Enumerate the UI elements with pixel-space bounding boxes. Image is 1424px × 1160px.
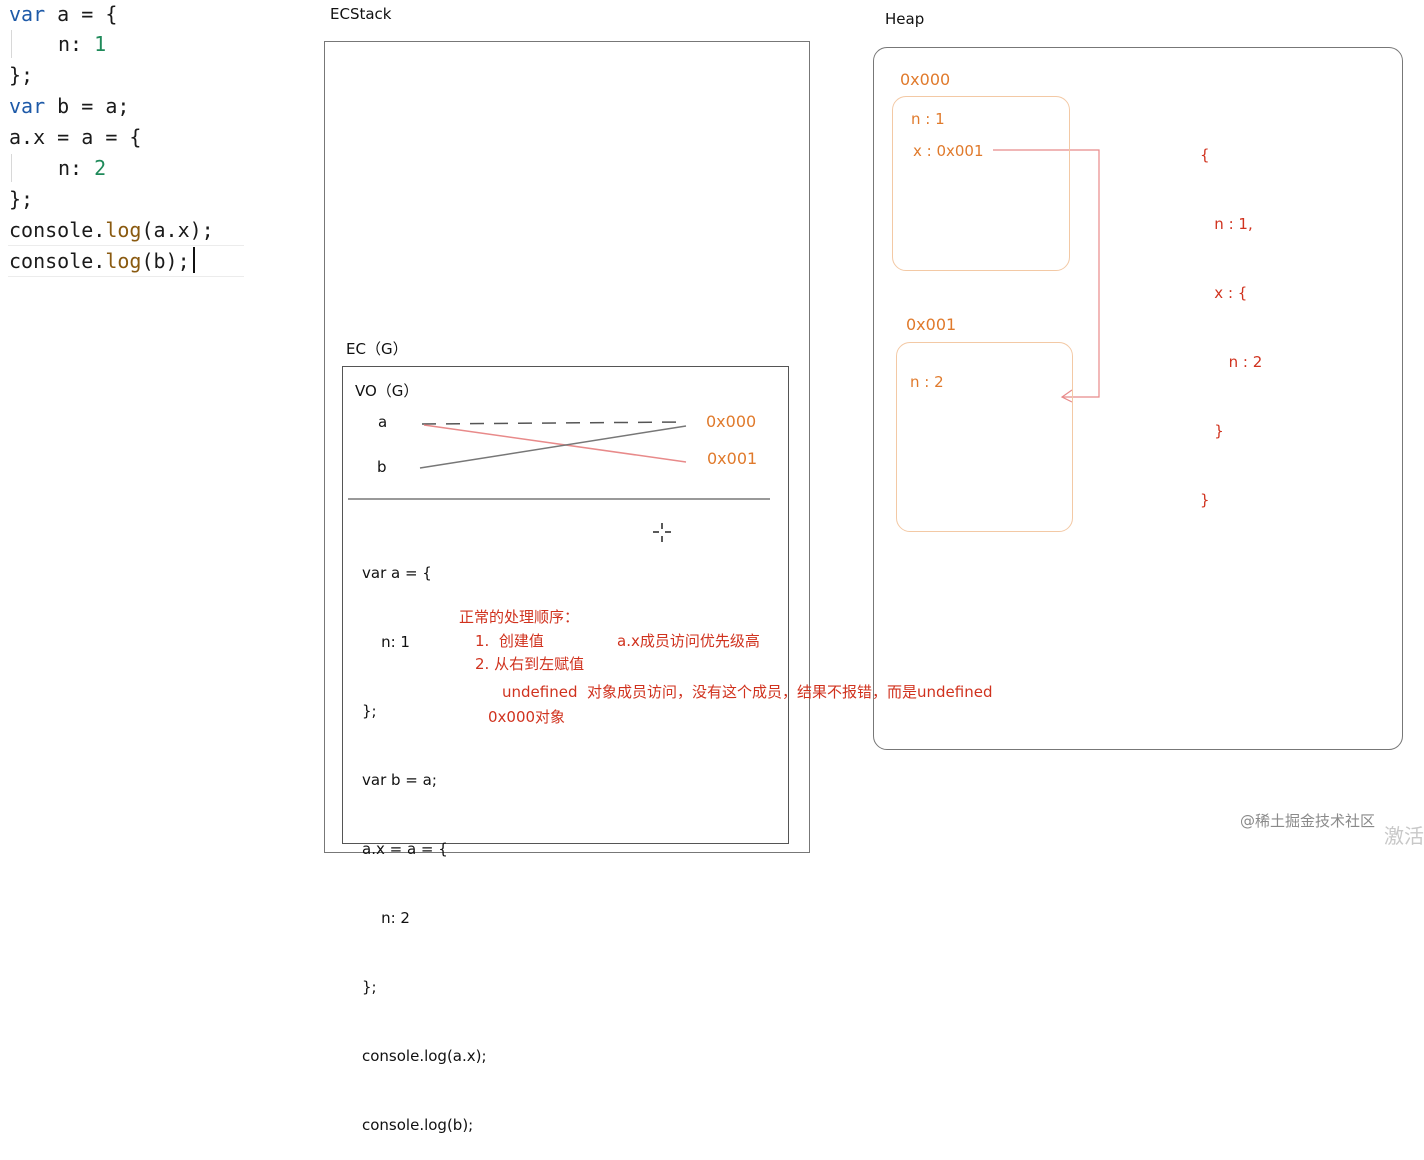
watermark: @稀土掘金技术社区 — [1240, 812, 1376, 830]
heap-object-0x000 — [892, 96, 1070, 271]
json-line: n : 1, — [1200, 215, 1253, 233]
code-text: n: — [58, 32, 95, 56]
current-line-highlight — [8, 245, 244, 277]
heap-title: Heap — [885, 10, 925, 28]
pointer-a-to-0x001 — [423, 424, 687, 463]
code-text: }; — [9, 187, 34, 211]
indent-guide — [11, 154, 12, 182]
vo-divider — [348, 498, 770, 500]
code-text: b = a; — [45, 94, 130, 118]
heap-object-0x000-n: n : 1 — [911, 110, 945, 128]
annotation-priority: a.x成员访问优先级高 — [617, 632, 760, 650]
code-line: n: 2 — [58, 154, 106, 185]
annotation-undefined: undefined 对象成员访问，没有这个成员，结果不报错，而是undefine… — [502, 683, 993, 701]
json-line: { — [1200, 146, 1210, 164]
program-line: }; — [362, 978, 377, 996]
code-text: a.x = a = { — [9, 125, 142, 149]
code-text: n: — [58, 156, 95, 180]
code-line: }; — [9, 61, 33, 92]
function-name: log — [105, 218, 142, 242]
annotation-b-object: 0x000对象 — [488, 708, 566, 726]
json-line: n : 2 — [1200, 353, 1263, 371]
heap-object-0x000-address: 0x000 — [900, 70, 951, 89]
code-line: console.log(a.x); — [9, 216, 214, 247]
annotation-step-1: 1. 创建值 — [475, 632, 544, 650]
heap-reference-line — [993, 149, 1100, 398]
code-line: }; — [9, 185, 33, 216]
code-line: a.x = a = { — [9, 123, 141, 154]
old-pointer-a-dashed — [421, 421, 687, 425]
json-line: } — [1200, 422, 1224, 440]
json-line: x : { — [1200, 284, 1248, 302]
heap-object-0x001 — [896, 342, 1073, 532]
program-line: a.x = a = { — [362, 840, 448, 858]
json-line: } — [1200, 491, 1210, 509]
heap-object-0x000-x: x : 0x001 — [913, 142, 984, 160]
code-text: a = { — [45, 2, 118, 26]
heap-object-0x001-n: n : 2 — [910, 373, 944, 391]
program-line: var a = { — [362, 564, 432, 582]
vo-global-label: VO（G） — [355, 382, 419, 400]
ec-global-label: EC（G） — [346, 340, 408, 358]
pointer-b-to-0x000 — [419, 425, 687, 469]
ec-global-box — [342, 366, 789, 844]
number-literal: 1 — [94, 32, 107, 56]
program-line: }; — [362, 702, 377, 720]
program-line: console.log(a.x); — [362, 1047, 487, 1065]
program-line: n: 2 — [362, 909, 410, 927]
text-caret — [193, 247, 195, 273]
annotation-step-2: 2. 从右到左赋值 — [475, 655, 585, 673]
code-text: }; — [9, 63, 34, 87]
variable-b: b — [377, 458, 387, 476]
vo-pointer-lines — [419, 149, 1100, 542]
heap-object-0x001-address: 0x001 — [906, 315, 957, 334]
indent-guide — [11, 30, 12, 58]
program-line: var b = a; — [362, 771, 437, 789]
ecstack-box — [324, 41, 810, 853]
code-text: (b); — [141, 249, 190, 273]
heap-box — [873, 47, 1403, 750]
code-text: (a.x); — [141, 218, 214, 242]
function-name: log — [105, 249, 142, 273]
number-literal: 2 — [94, 156, 107, 180]
mouse-cursor — [653, 523, 671, 542]
ecstack-title: ECStack — [330, 5, 392, 23]
code-line: console.log(b); — [9, 247, 190, 278]
heap-json-annotation: { n : 1, x : { n : 2 } } — [1200, 98, 1262, 535]
annotation-order-title: 正常的处理顺序： — [459, 608, 580, 626]
address-0x000: 0x000 — [706, 412, 757, 431]
code-line: var a = { — [9, 0, 117, 31]
code-text: console. — [9, 218, 106, 242]
keyword: var — [9, 94, 46, 118]
variable-a: a — [378, 413, 388, 431]
heap-reference-arrowhead — [1060, 389, 1073, 403]
activation-watermark: 激活 — [1384, 824, 1424, 848]
code-line: n: 1 — [58, 30, 106, 61]
keyword: var — [9, 2, 46, 26]
code-line: var b = a; — [9, 92, 129, 123]
code-text: console. — [9, 249, 106, 273]
address-0x001: 0x001 — [707, 449, 758, 468]
program-line: console.log(b); — [362, 1116, 474, 1134]
program-line: n: 1 — [362, 633, 410, 651]
